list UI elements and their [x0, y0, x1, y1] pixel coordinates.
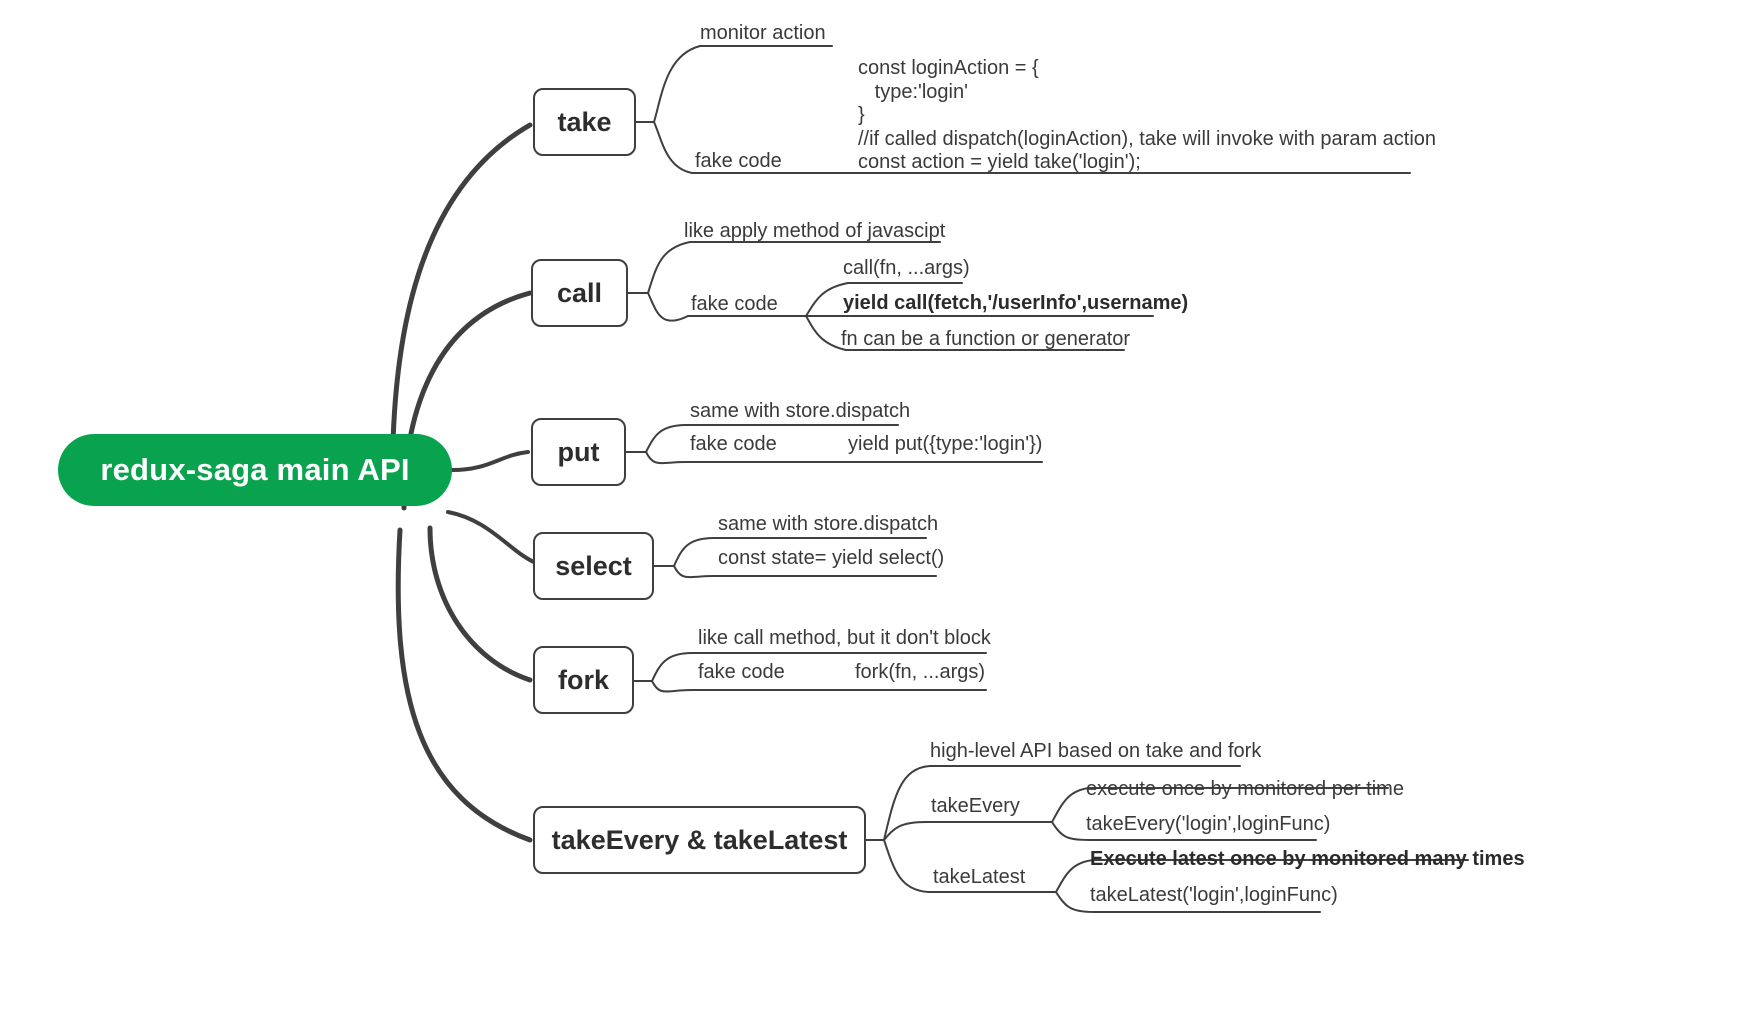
branch-node-put[interactable]: put [531, 418, 626, 486]
branch-node-take-label: take [557, 106, 612, 137]
branch-node-select[interactable]: select [533, 532, 654, 600]
leaf-call-fn-note: fn can be a function or generator [841, 328, 1131, 350]
branch-node-take[interactable]: take [533, 88, 636, 156]
branch-node-take-every-take-latest-label: takeEvery & takeLatest [551, 824, 848, 855]
branch-node-put-label: put [557, 436, 600, 467]
leaf-take-monitor-action: monitor action [700, 22, 826, 44]
code-line-4: //if called dispatch(loginAction), take … [858, 127, 1437, 150]
leaf-take-fake-code: fake code [695, 150, 782, 172]
branch-node-call-label: call [556, 277, 603, 308]
leaf-put-yield-example: yield put({type:'login'}) [848, 433, 1043, 455]
leaf-put-same-with-dispatch: same with store.dispatch [690, 400, 911, 422]
leaf-fork-fake-code: fake code [698, 661, 785, 683]
code-line-5: const action = yield take('login'); [858, 151, 1141, 173]
code-line-2: type:'login' [858, 80, 968, 103]
leaf-take-every-code: takeEvery('login',loginFunc) [1086, 813, 1331, 835]
leaf-put-fake-code: fake code [690, 433, 777, 455]
code-line-3: } [858, 104, 865, 126]
leaf-take-latest-description: Execute latest once by monitored many ti… [1090, 848, 1525, 870]
code-block-take: const loginAction = { type:'login' } //i… [858, 57, 1436, 175]
leaf-high-level-api: high-level API based on take and fork [930, 740, 1262, 762]
leaf-fork-like-call: like call method, but it don't block [698, 627, 991, 649]
leaf-select-const-state: const state= yield select() [718, 547, 945, 569]
leaf-take-every-description: execute once by monitored per time [1086, 778, 1404, 800]
leaf-call-like-apply: like apply method of javascipt [684, 220, 946, 242]
leaf-select-same-with-dispatch: same with store.dispatch [718, 513, 939, 535]
branch-node-fork[interactable]: fork [533, 646, 634, 714]
leaf-take-latest: takeLatest [933, 866, 1026, 888]
branch-node-take-every-take-latest[interactable]: takeEvery & takeLatest [533, 806, 866, 874]
root-node-label: redux-saga main API [100, 452, 410, 487]
branch-node-fork-label: fork [557, 664, 609, 695]
branch-node-select-label: select [555, 550, 632, 581]
leaf-call-fake-code: fake code [691, 293, 778, 315]
leaf-call-signature: call(fn, ...args) [843, 257, 970, 279]
leaf-take-every: takeEvery [931, 795, 1020, 817]
leaf-call-yield-example: yield call(fetch,'/userInfo',username) [843, 292, 1189, 314]
code-line-1: const loginAction = { [858, 57, 1039, 79]
branch-node-call[interactable]: call [531, 259, 628, 327]
leaf-fork-signature: fork(fn, ...args) [855, 661, 986, 683]
leaf-take-latest-code: takeLatest('login',loginFunc) [1090, 884, 1338, 906]
root-node[interactable]: redux-saga main API [58, 434, 452, 506]
